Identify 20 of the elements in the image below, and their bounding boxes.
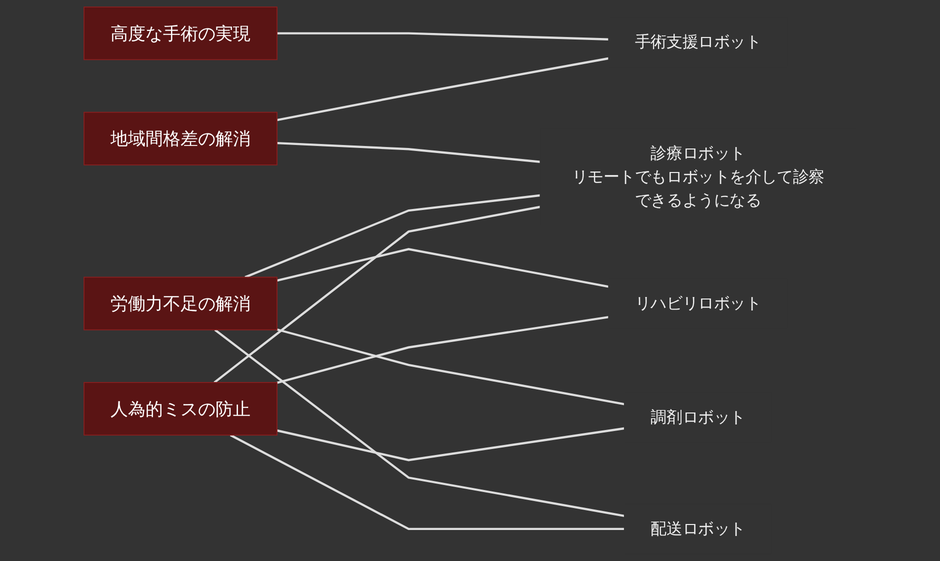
node-text: リハビリロボット	[634, 294, 762, 313]
node-text: 調剤ロボット	[650, 408, 746, 427]
connector	[214, 206, 540, 384]
node-box: 地域間格差の解消	[84, 112, 278, 166]
node-text: 診療ロボット リモートでもロボットを介して診察できるようになる	[572, 144, 824, 210]
connector	[277, 32, 609, 40]
connector	[276, 316, 609, 384]
node-box: 人為的ミスの防止	[84, 382, 278, 436]
connector	[230, 434, 624, 530]
connector	[214, 328, 625, 517]
node-box: 労働力不足の解消	[84, 276, 278, 330]
connector	[244, 194, 540, 278]
node-text: 配送ロボット	[650, 520, 746, 538]
connector	[276, 427, 625, 462]
node-box: 高度な手術の実現	[84, 6, 278, 60]
connector	[276, 328, 625, 406]
connector	[276, 142, 540, 163]
connector	[276, 248, 609, 288]
connector	[276, 57, 609, 122]
node-text: 手術支援ロボット	[634, 32, 762, 52]
